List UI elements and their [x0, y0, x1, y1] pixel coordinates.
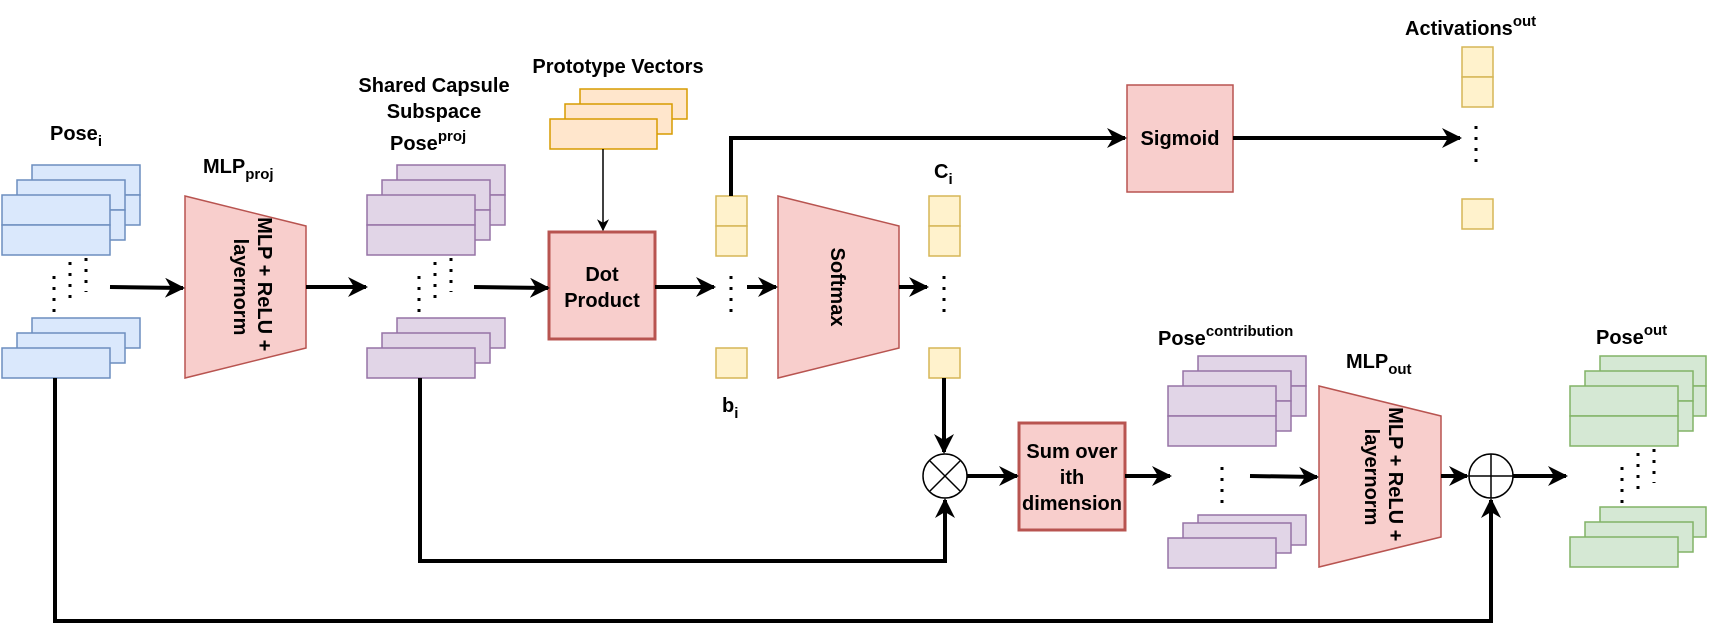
mlp-proj-label: MLPproj: [203, 156, 274, 183]
pose-i-label: Posei: [50, 123, 102, 150]
pose-proj-stack-bottom: [366, 317, 506, 379]
mlp-out-text: MLP + ReLU + layernorm: [1360, 407, 1406, 547]
dot-product-text-line2: Product: [564, 290, 640, 312]
pose-proj-label: Poseproj: [390, 128, 466, 155]
subspace-label: Subspace: [387, 101, 481, 123]
sum-over-text-line1: Sum over: [1026, 441, 1117, 463]
add-node: [1468, 453, 1514, 499]
arrow-b-to-sigmoid: [729, 128, 1127, 196]
sigmoid-text: Sigmoid: [1141, 128, 1220, 150]
pose-out-stack-top: [1569, 355, 1707, 447]
pose-proj-ellipsis: [417, 258, 453, 318]
dot-product-text-line1: Dot: [585, 264, 619, 286]
pose-out-stack-bottom: [1569, 506, 1707, 568]
b-i-column: [715, 195, 748, 379]
pose-out-label: Poseout: [1596, 322, 1667, 349]
mlp-out-block: [1318, 385, 1442, 568]
arrow-residual-to-add: [53, 378, 1501, 623]
softmax-block: [777, 195, 900, 379]
multiply-node: [922, 453, 968, 499]
activations-out-label: Activationsout: [1405, 13, 1536, 40]
c-i-label: Ci: [934, 161, 953, 188]
sum-over-text-line2: ith: [1060, 467, 1084, 489]
c-i-column: [928, 195, 961, 379]
mlp-out-label: MLPout: [1346, 351, 1412, 378]
prototype-vectors-label: Prototype Vectors: [532, 56, 703, 78]
pose-contribution-stack-top: [1167, 355, 1307, 447]
pose-out-ellipsis: [1620, 449, 1656, 507]
pose-i-stack-bottom: [1, 317, 141, 379]
sigmoid-block: [1126, 84, 1234, 193]
b-i-label: bi: [722, 395, 738, 422]
arrow-contribution-to-mlp-out: [1249, 466, 1319, 487]
mlp-proj-block: [184, 195, 307, 379]
pose-i-ellipsis: [52, 258, 88, 318]
arrow-pose-proj-to-dot: [473, 277, 550, 298]
pose-contribution-label: Posecontribution: [1158, 323, 1293, 350]
pose-i-stack-top: [1, 164, 141, 256]
arrow-pose-proj-to-multiply: [418, 378, 955, 563]
softmax-text: Softmax: [826, 248, 848, 327]
shared-capsule-label: Shared Capsule: [358, 75, 509, 97]
pose-contribution-stack-bottom: [1167, 514, 1307, 569]
activations-out-column: [1461, 46, 1494, 230]
pose-proj-stack-top: [366, 164, 506, 256]
sum-over-block: [1017, 421, 1127, 532]
sum-over-text-line3: dimension: [1022, 493, 1122, 515]
mlp-proj-text: MLP + ReLU + layernorm: [229, 217, 275, 357]
arrow-pose-to-mlp-proj: [109, 277, 185, 298]
connectors: [53, 128, 1568, 623]
prototype-vectors-stack: [549, 88, 688, 150]
